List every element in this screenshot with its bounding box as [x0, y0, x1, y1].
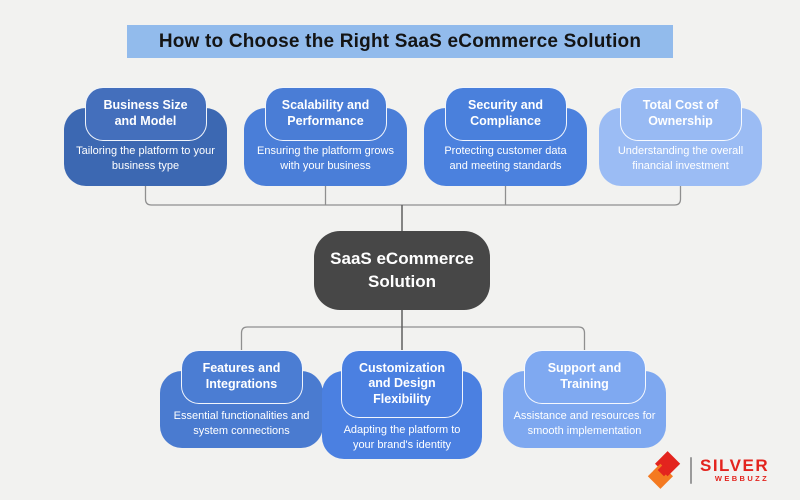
silverwebbuzz-logo: SILVER WEBBUZZ: [646, 451, 769, 489]
node-title: Scalability and Performance: [281, 98, 370, 128]
node-title: Business Size and Model: [103, 98, 188, 128]
node-description: Adapting the platform to your brand's id…: [343, 424, 461, 451]
node-title-pill: Features and Integrations: [180, 350, 303, 404]
logo-text: SILVER WEBBUZZ: [700, 457, 769, 483]
logo-name: SILVER: [700, 456, 770, 476]
center-node-label: SaaS eCommerce Solution: [330, 249, 474, 291]
node-title: Total Cost of Ownership: [642, 98, 719, 128]
title-bar: How to Choose the Right SaaS eCommerce S…: [127, 25, 673, 58]
logo-separator: [690, 456, 692, 484]
node-description: Protecting customer data and meeting sta…: [444, 145, 567, 172]
node-title-pill: Security and Compliance: [444, 87, 567, 141]
logo-subname: WEBBUZZ: [714, 474, 770, 484]
node-title-pill: Scalability and Performance: [264, 87, 387, 141]
node-title-pill: Business Size and Model: [84, 87, 207, 141]
node-title: Customization and Design Flexibility: [358, 360, 446, 406]
node-description: Assistance and resources for smooth impl…: [513, 410, 656, 437]
node-title-pill: Support and Training: [523, 350, 646, 404]
top-bus-line: [144, 186, 682, 206]
silverwebbuzz-logo-icon: [647, 451, 681, 489]
center-node-saas-solution: SaaS eCommerce Solution: [314, 231, 490, 310]
node-description: Ensuring the platform grows with your bu…: [257, 145, 394, 172]
node-description: Understanding the overall financial inve…: [617, 145, 744, 172]
bottom-bus-line: [240, 326, 586, 350]
node-title-pill: Total Cost of Ownership: [619, 87, 742, 141]
page-title: How to Choose the Right SaaS eCommerce S…: [158, 30, 642, 52]
node-description: Essential functionalities and system con…: [173, 410, 310, 437]
node-title: Support and Training: [547, 361, 622, 391]
node-description: Tailoring the platform to your business …: [76, 145, 215, 172]
node-title: Features and Integrations: [202, 361, 281, 391]
node-title: Security and Compliance: [467, 98, 544, 128]
node-title-pill: Customization and Design Flexibility: [341, 350, 463, 418]
